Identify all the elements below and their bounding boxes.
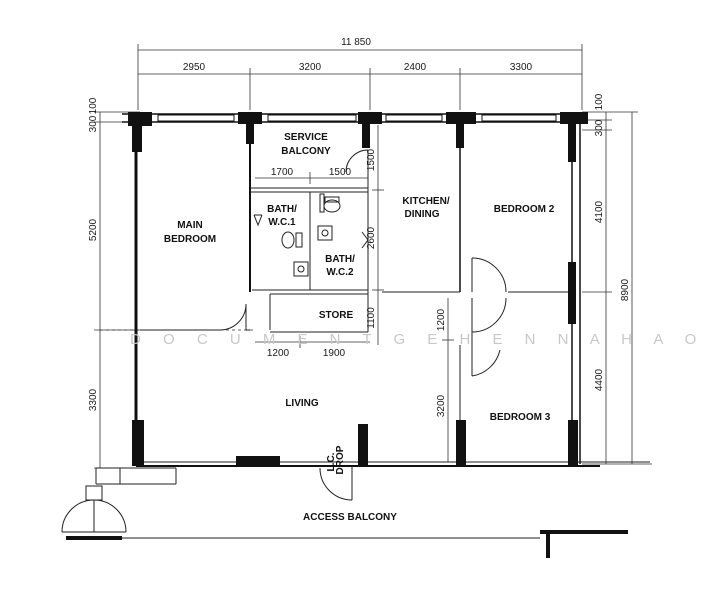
label-store: STORE [319, 310, 354, 321]
label-main-bedroom-1: MAIN [177, 220, 203, 231]
doors [219, 149, 507, 501]
dim-overall-width: 11 850 [341, 37, 371, 48]
label-bedroom-3: BEDROOM 3 [490, 412, 551, 423]
dim-top-4: 3300 [510, 62, 533, 73]
dim-bath-width-2: 1500 [329, 167, 352, 178]
label-bedroom-2: BEDROOM 2 [494, 204, 555, 215]
dim-bath-width-1: 1700 [271, 167, 294, 178]
watermark: D O C U M E N T G E H E N N A H A O [130, 331, 704, 348]
dim-kitchen-height-3: 1100 [366, 307, 377, 329]
label-bath-wc2-2: W.C.2 [326, 267, 354, 278]
label-bath-wc1-2: W.C.1 [268, 217, 296, 228]
dim-corridor-2: 3200 [436, 394, 447, 417]
access-balcony-structure [61, 467, 628, 558]
dim-top-2: 3200 [299, 62, 322, 73]
dim-corridor-1: 1200 [436, 308, 447, 331]
label-bath-wc1-1: BATH/ [267, 204, 297, 215]
windows [157, 114, 557, 122]
label-kitchen-dining-1: KITCHEN/ [402, 196, 449, 207]
dim-right-outer: 8900 [620, 278, 631, 301]
dim-left-4: 3300 [88, 388, 99, 411]
dimension-lines [94, 44, 652, 469]
dim-top-1: 2950 [183, 62, 206, 73]
label-living: LIVING [285, 398, 319, 409]
label-lc-drop-1: L.C. [326, 452, 337, 471]
label-access-balcony: ACCESS BALCONY [303, 512, 397, 523]
dim-right-inner-2: 300 [594, 119, 605, 136]
dim-store-width-2: 1900 [323, 348, 346, 359]
dim-left-1: 300 [88, 115, 99, 132]
label-service-balcony-2: BALCONY [281, 146, 331, 157]
room-labels: SERVICE BALCONY MAIN BEDROOM BATH/ W.C.1… [164, 132, 555, 523]
bathroom-fixtures [281, 193, 341, 277]
label-main-bedroom-2: BEDROOM [164, 234, 216, 245]
dim-left-3: 5200 [88, 218, 99, 241]
dimension-labels: 11 850 2950 3200 2400 3300 300 100 5200 … [88, 37, 631, 417]
dim-store-width-1: 1200 [267, 348, 290, 359]
label-bath-wc2-1: BATH/ [325, 254, 355, 265]
dim-kitchen-height-1: 1500 [366, 148, 377, 171]
dim-right-inner-1: 100 [594, 93, 605, 110]
dim-right-inner-3: 4100 [594, 200, 605, 223]
columns [128, 112, 588, 466]
dim-top-3: 2400 [404, 62, 427, 73]
dim-right-inner-4: 4400 [594, 368, 605, 391]
dim-kitchen-height-2: 2600 [366, 226, 377, 249]
label-service-balcony-1: SERVICE [284, 132, 328, 143]
dim-left-2: 100 [88, 97, 99, 114]
label-lc-drop-2: DROP [335, 445, 346, 474]
label-kitchen-dining-2: DINING [405, 209, 440, 220]
